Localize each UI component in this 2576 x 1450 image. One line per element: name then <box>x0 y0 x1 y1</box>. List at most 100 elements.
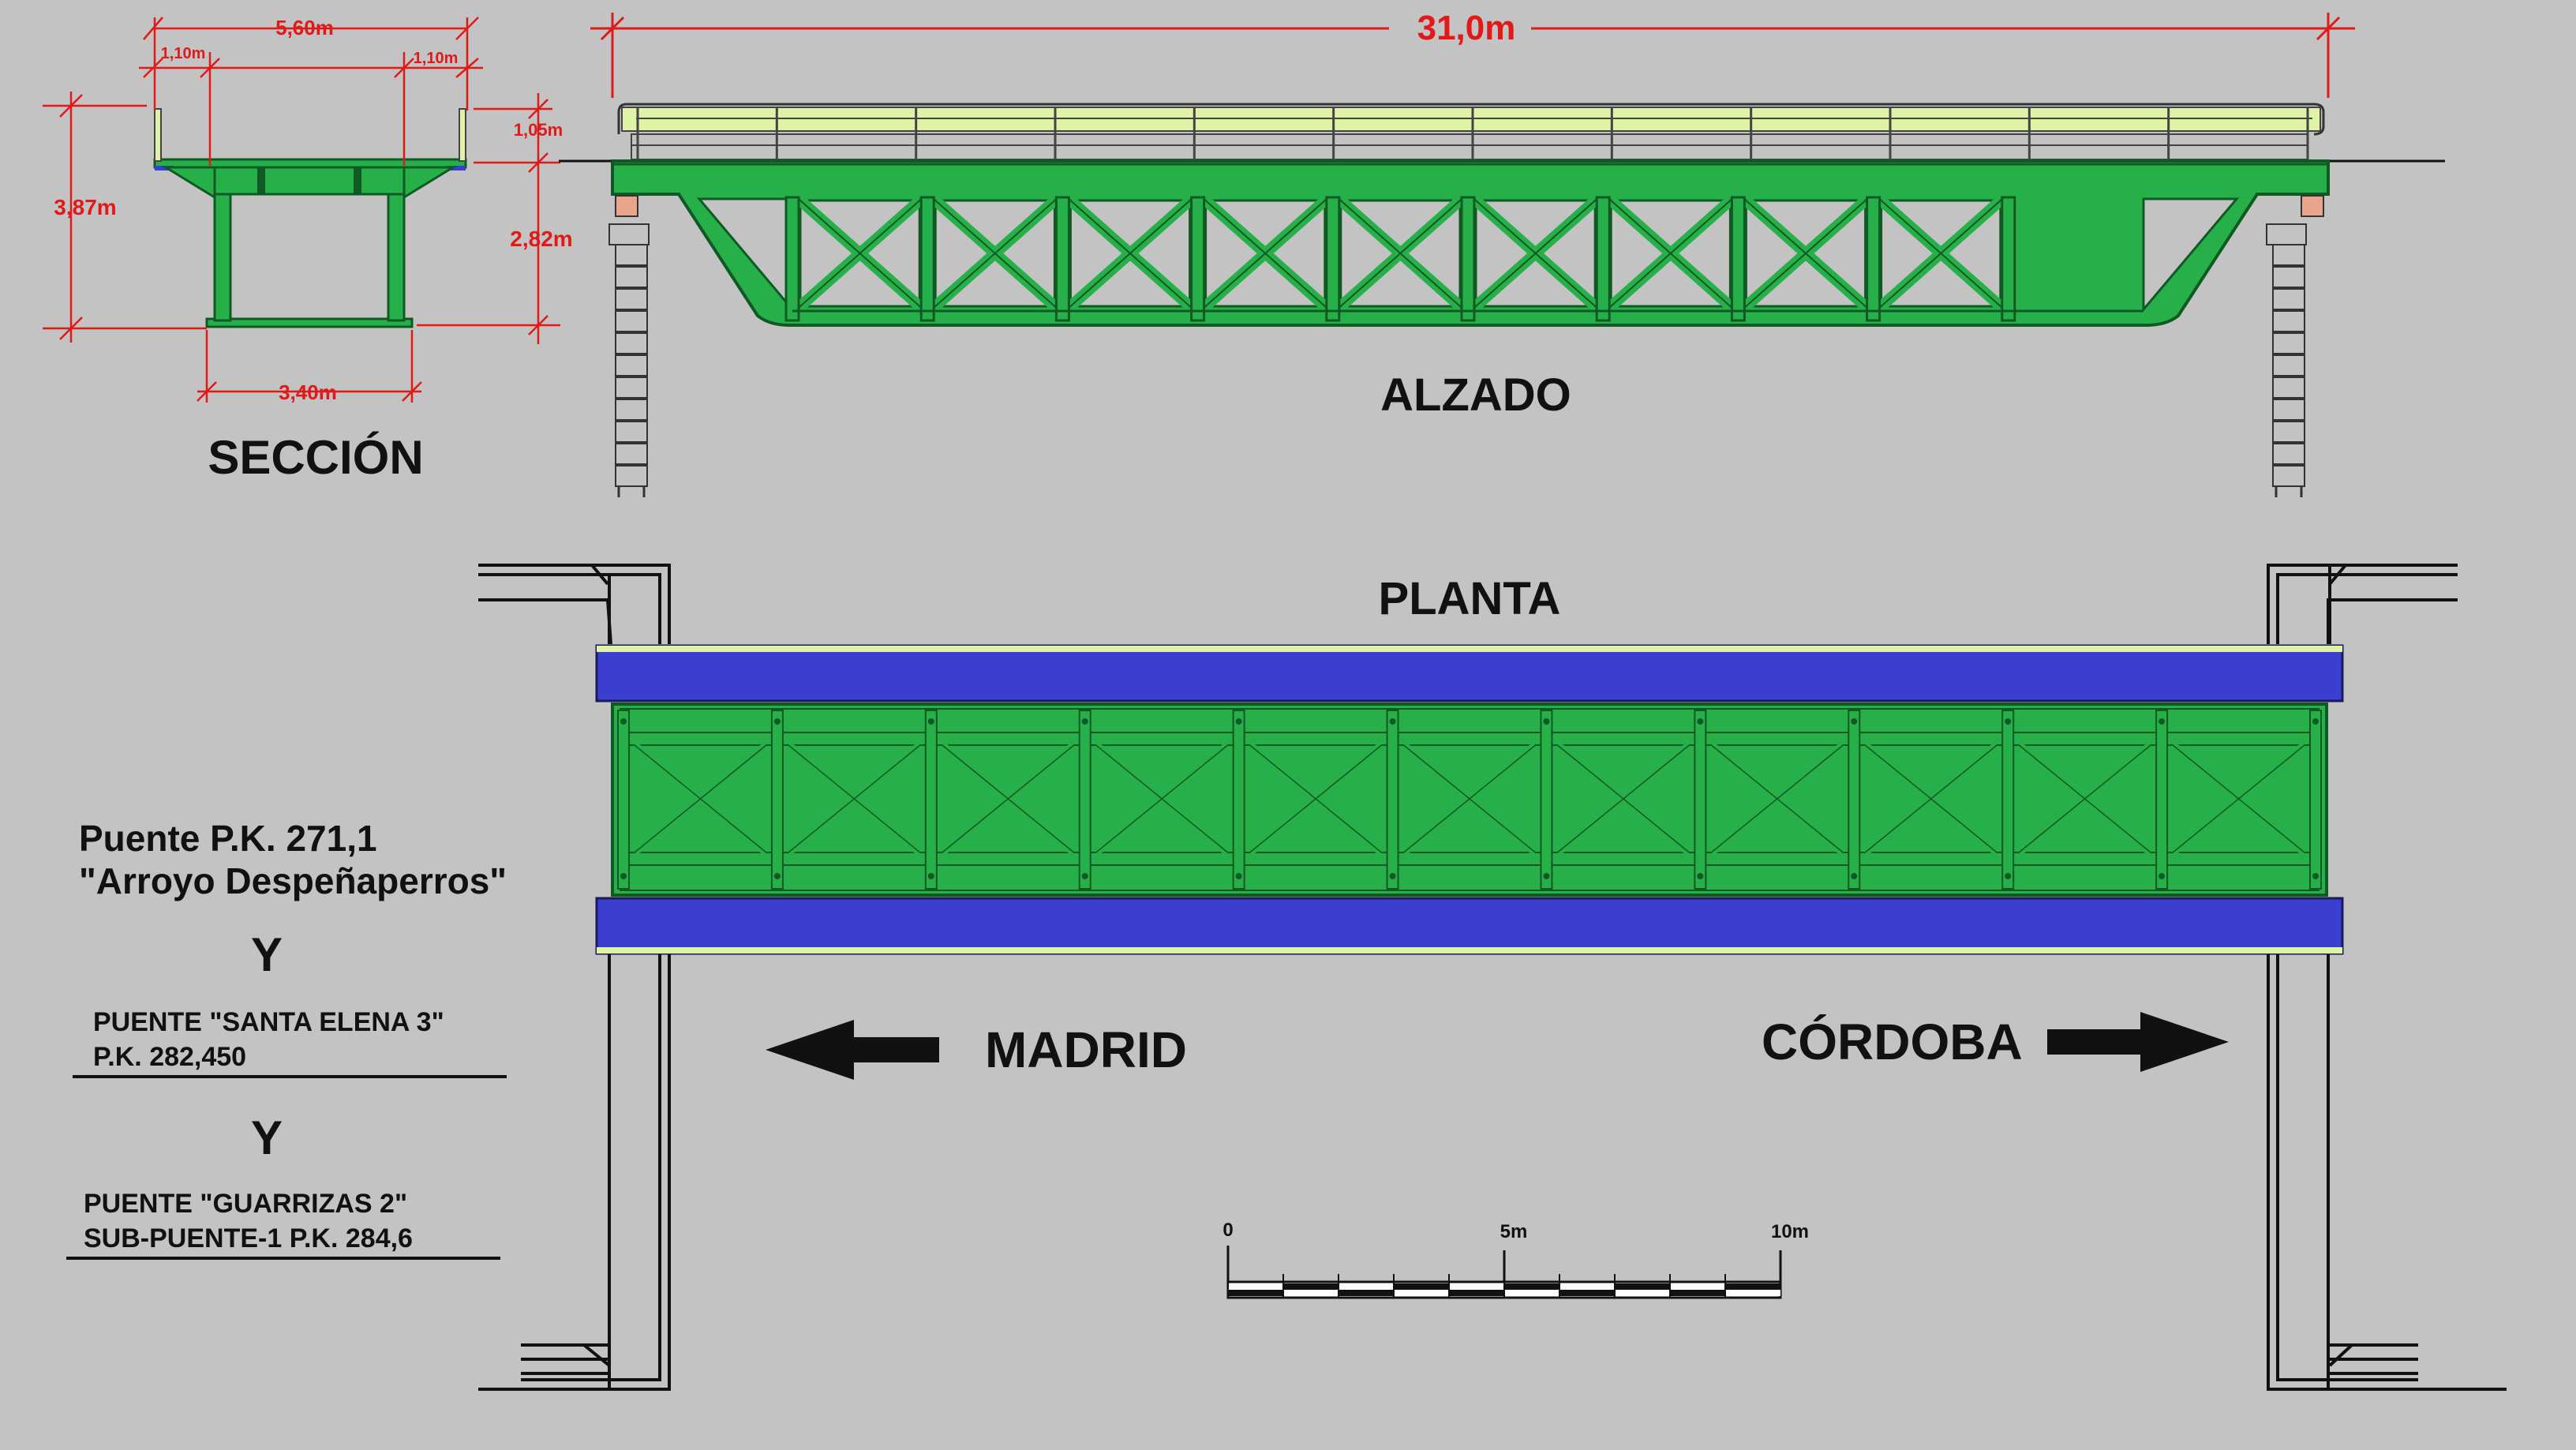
truss-diagonal-edge <box>1340 200 1461 307</box>
section-bracket-right <box>402 166 458 200</box>
plan-crossbeam <box>1540 710 1553 890</box>
plan-crossbeam <box>2155 710 2169 890</box>
abutment-stone <box>2272 288 2305 310</box>
section-width-dimension: 5,60m <box>275 16 334 39</box>
plan-rivet <box>1543 718 1550 725</box>
truss-diagonal-edge <box>1204 200 1326 307</box>
abutment-stone <box>615 332 648 354</box>
abutment-stone <box>2272 310 2305 332</box>
section-stiffener <box>257 163 265 194</box>
plan-crossbeam <box>924 710 938 890</box>
railing-lower <box>631 133 2308 160</box>
scale-segment-top <box>1283 1283 1339 1290</box>
truss-vertical <box>1595 196 1611 322</box>
plan-rivet <box>1697 873 1704 879</box>
abutment-stone <box>615 310 648 332</box>
plan-bracing-edge <box>1095 744 1229 853</box>
bridge3-pk: SUB-PUENTE-1 P.K. 284,6 <box>84 1223 413 1253</box>
direction-cordoba: CÓRDOBA <box>1762 1014 2023 1070</box>
total-height-dimension: 3,87m <box>54 195 116 219</box>
plan-rivet <box>773 718 781 725</box>
truss-vertical <box>1190 196 1206 322</box>
truss-end-opening-right <box>2142 197 2240 313</box>
bridge-legend: Puente P.K. 271,1 "Arroyo Despeñaperros"… <box>66 818 507 1260</box>
plan-rivet <box>927 873 934 879</box>
scale-segment-top <box>1670 1283 1725 1290</box>
plan-title: PLANTA <box>1379 573 1561 624</box>
abutment-cap <box>2266 223 2307 245</box>
plan-crossbeam <box>617 710 630 890</box>
bridge3-name: PUENTE "GUARRIZAS 2" <box>84 1189 407 1219</box>
scale-segment-top <box>1394 1283 1449 1290</box>
overall-length-dimension-line <box>590 13 2355 98</box>
plan-rivet <box>620 873 627 879</box>
abutment-stone <box>2272 465 2305 487</box>
scale-segment-top <box>1339 1283 1394 1290</box>
plan-rivet <box>1081 718 1088 725</box>
elevation-view: 31,0m ALZADO <box>559 9 2445 497</box>
elevation-railing <box>617 103 2325 160</box>
scale-segment-bottom <box>1283 1290 1339 1296</box>
truss-vertical <box>1325 196 1341 322</box>
scale-segment-top <box>1449 1283 1504 1290</box>
plan-bracing-edge <box>942 744 1075 853</box>
plan-crossbeam <box>770 710 784 890</box>
abutment-stone <box>615 266 648 288</box>
elevation-title: ALZADO <box>1380 369 1571 421</box>
plan-crossbeam <box>1078 710 1091 890</box>
plan-rivet <box>2159 718 2166 725</box>
scale-segment-top <box>1725 1283 1780 1290</box>
abutment-stone <box>2272 266 2305 288</box>
abutment-stone <box>615 399 648 421</box>
abutment-stone <box>2272 421 2305 443</box>
section-dimension-lines <box>43 17 560 403</box>
bridge2-pk: P.K. 282,450 <box>93 1042 246 1072</box>
scale-segment-top <box>1615 1283 1670 1290</box>
scale-segment-top <box>1228 1283 1283 1290</box>
truss-vertical <box>2001 196 2016 322</box>
scale-segment-bottom <box>1504 1290 1559 1296</box>
scale-label-10: 10m <box>1771 1221 1809 1242</box>
plan-crossbeam <box>1848 710 1861 890</box>
plan-walkway-top <box>595 644 2344 703</box>
railing-outline <box>617 103 2325 136</box>
arrow-right-icon <box>2047 1012 2229 1072</box>
abutment-stone <box>2272 399 2305 421</box>
scale-segment-top <box>1559 1283 1615 1290</box>
truss-height-dimension: 2,82m <box>510 227 572 251</box>
cantilever-right-dimension: 1,10m <box>414 50 459 67</box>
plan-crossbeam <box>2309 710 2322 890</box>
plan-crossbeam <box>1694 710 1707 890</box>
plan-rivet <box>927 718 934 725</box>
plan-truss-panels <box>617 710 2322 890</box>
scale-bar-segments <box>1227 1274 1780 1298</box>
section-bracket-left <box>161 166 216 200</box>
arrow-left-icon <box>766 1020 939 1080</box>
truss-diagonal-edge <box>1610 200 1732 307</box>
plan-rivet <box>2005 873 2012 879</box>
elevation-truss-panels <box>784 196 2144 322</box>
abutment-cap <box>608 223 650 245</box>
direction-madrid: MADRID <box>985 1021 1187 1078</box>
plan-rivet <box>2312 873 2319 879</box>
plan-rivet <box>1235 873 1242 879</box>
plan-bracing-edge <box>1403 744 1536 853</box>
plan-rivet <box>2312 718 2319 725</box>
plan-rivet <box>1851 718 1858 725</box>
conjunction-y-2: Y <box>251 1111 283 1164</box>
section-stiffener <box>354 163 361 194</box>
plan-bracing-edge <box>2018 744 2151 853</box>
scale-segment-bottom <box>1670 1290 1725 1296</box>
scale-segment-bottom <box>1559 1290 1615 1296</box>
directions: MADRID CÓRDOBA <box>766 1012 2229 1080</box>
plan-stringer <box>623 852 2316 866</box>
overall-length-dimension: 31,0m <box>1417 9 1516 47</box>
section-railing-left <box>154 108 162 162</box>
bearing-right <box>2301 195 2324 217</box>
section-deck <box>153 158 467 169</box>
scale-label-5: 5m <box>1500 1221 1528 1242</box>
base-width-dimension: 3,40m <box>279 380 337 404</box>
abutment-stone <box>2272 244 2305 266</box>
plan-rivet <box>1389 873 1396 879</box>
